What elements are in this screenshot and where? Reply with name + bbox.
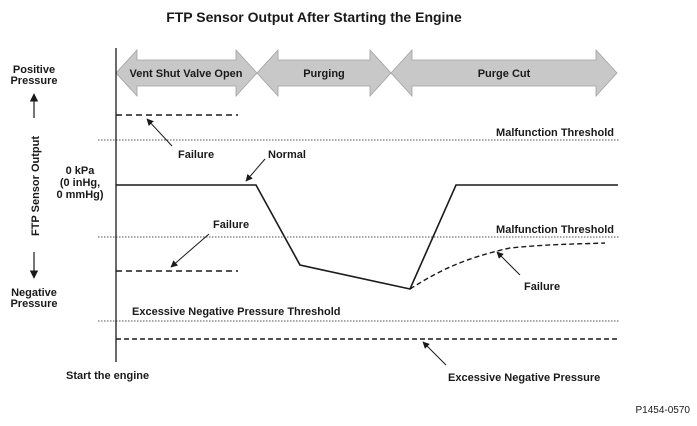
excessive-negative-pointer — [422, 341, 447, 366]
negative-pressure-label-1: Negative — [11, 287, 57, 299]
failure-upper-pointer — [146, 118, 173, 147]
phase-arrows: Vent Shut Valve Open Purging Purge Cut — [115, 48, 618, 98]
normal-pointer — [245, 158, 266, 182]
start-engine-label: Start the engine — [66, 370, 149, 382]
failure-lower-label: Failure — [213, 219, 249, 231]
zero-inhg-label: (0 inHg, — [60, 177, 100, 189]
failure-recovery-curve — [409, 242, 606, 290]
positive-pressure-label-1: Positive — [13, 64, 55, 76]
lower-threshold-label: Malfunction Threshold — [496, 224, 614, 236]
positive-pressure-label-2: Pressure — [10, 75, 57, 87]
y-axis-label: FTP Sensor Output — [30, 136, 42, 236]
excessive-threshold-label: Excessive Negative Pressure Threshold — [132, 306, 341, 318]
phase-arrow-purge-cut — [390, 48, 618, 98]
phase-label-purge-cut: Purge Cut — [478, 68, 531, 80]
normal-label: Normal — [268, 149, 306, 161]
failure-upper-label: Failure — [178, 149, 214, 161]
zero-kpa-label: 0 kPa — [66, 165, 96, 177]
zero-mmhg-label: 0 mmHg) — [56, 189, 103, 201]
upper-threshold-label: Malfunction Threshold — [496, 127, 614, 139]
phase-label-vent: Vent Shut Valve Open — [130, 68, 243, 80]
negative-pressure-label-2: Pressure — [10, 298, 57, 310]
phase-label-purging: Purging — [303, 68, 345, 80]
failure-recovery-pointer — [496, 251, 521, 276]
figure-code: P1454-0570 — [636, 405, 691, 416]
failure-recovery-label: Failure — [524, 281, 560, 293]
failure-lower-pointer — [170, 233, 210, 268]
normal-curve — [116, 184, 618, 290]
excessive-negative-label: Excessive Negative Pressure — [448, 372, 600, 384]
diagram-title: FTP Sensor Output After Starting the Eng… — [166, 9, 462, 25]
